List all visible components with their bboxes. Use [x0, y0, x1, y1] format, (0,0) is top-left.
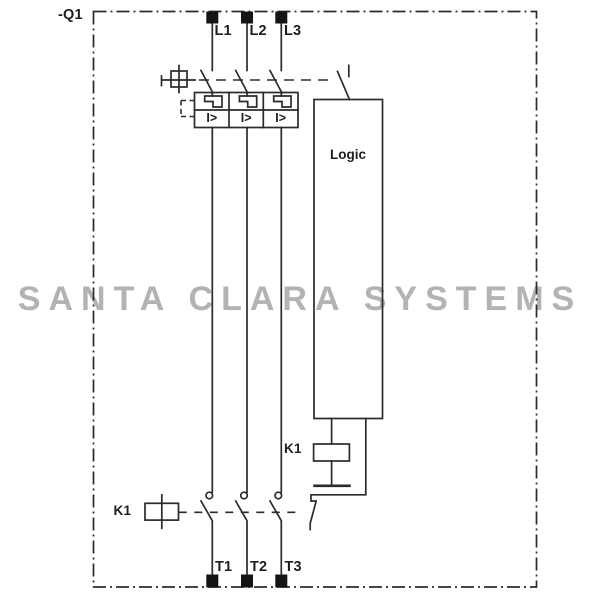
- label-t1: T1: [215, 558, 233, 575]
- label-l2: L2: [249, 23, 267, 39]
- overcurrent-release-symbol-2: I>: [240, 111, 252, 125]
- output-terminals: [206, 574, 288, 588]
- terminal-pad-l3: [275, 11, 288, 24]
- contactor-coil: [144, 493, 180, 530]
- terminal-pad-l2: [241, 11, 253, 24]
- manual-operator: [160, 64, 196, 94]
- label-l1: L1: [214, 23, 232, 39]
- terminal-pad-t1: [206, 574, 219, 588]
- label-l3: L3: [284, 23, 302, 39]
- label-t2: T2: [250, 558, 268, 575]
- logic-block-label: Logic: [330, 147, 366, 162]
- watermark-text: SANTA CLARA SYSTEMS: [17, 280, 583, 318]
- contactor-coil-label: K1: [113, 502, 132, 518]
- terminal-pad-t3: [275, 574, 288, 588]
- terminal-pad-t2: [241, 574, 253, 588]
- trip-linkage: [178, 79, 333, 514]
- label-t3: T3: [284, 558, 302, 575]
- input-terminals: [206, 11, 288, 24]
- aux-contact: [309, 417, 367, 531]
- enclosure-boundary: [92, 10, 538, 588]
- breaker-housing: [193, 91, 299, 129]
- logic-supply-switch: [336, 64, 351, 101]
- pole-2: [234, 22, 258, 576]
- overcurrent-release-symbol-1: I>: [206, 111, 218, 125]
- logic-box: [313, 98, 384, 420]
- pole-3: [269, 22, 292, 576]
- trip-coil-label: K1: [284, 440, 302, 456]
- trip-coil: [312, 417, 351, 488]
- pole-1: [200, 22, 223, 576]
- device-reference-label: -Q1: [58, 7, 83, 23]
- terminal-pad-l1: [206, 11, 219, 24]
- overcurrent-release-symbol-3: I>: [275, 111, 287, 125]
